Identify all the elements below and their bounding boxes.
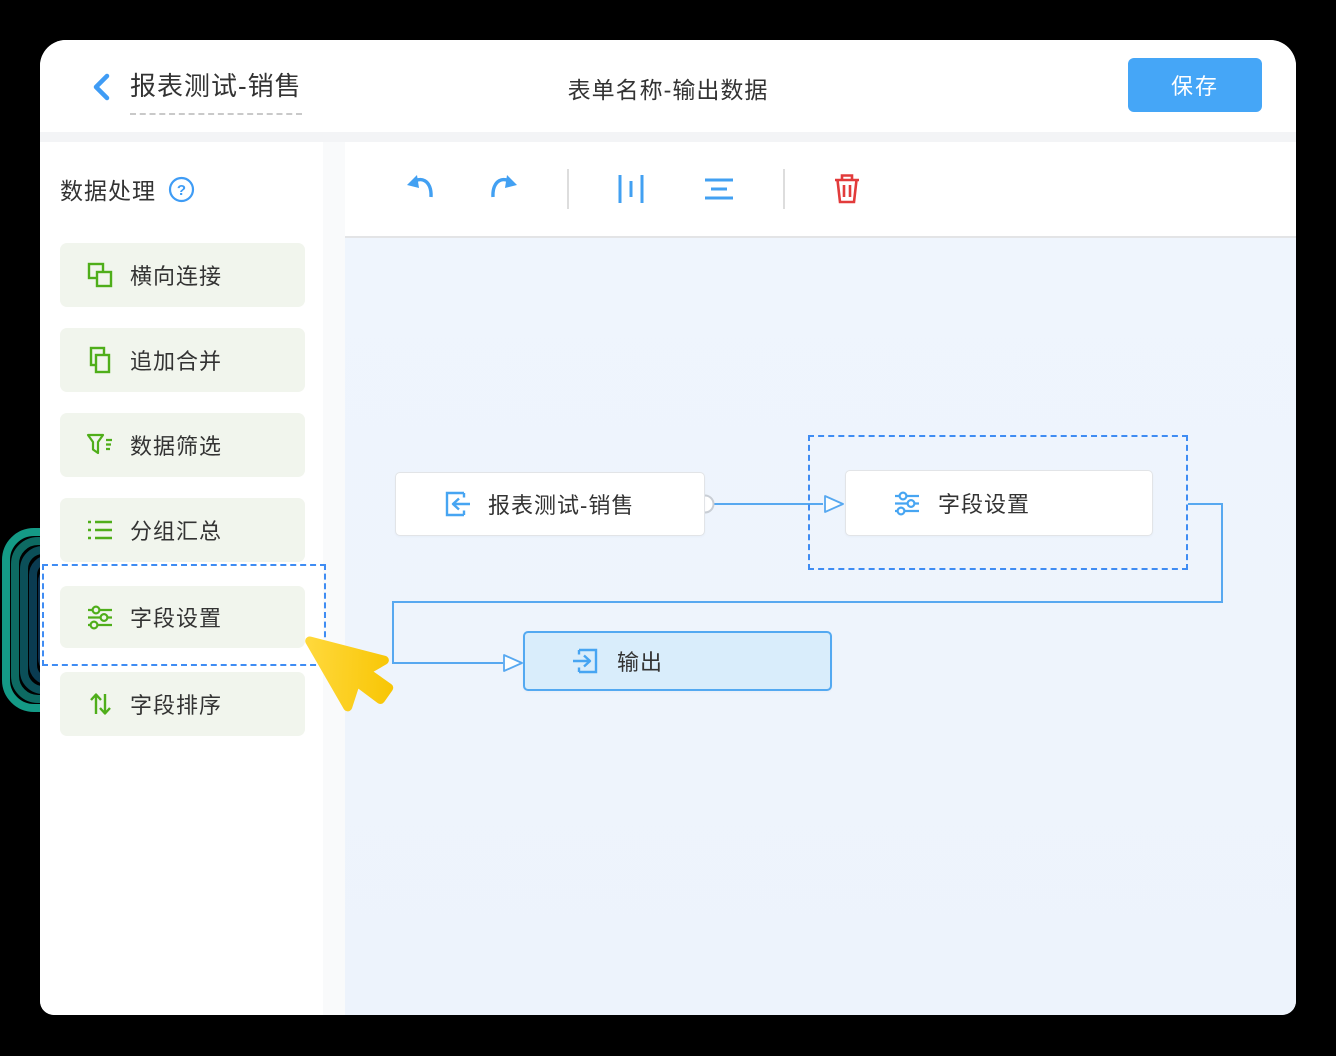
sidebar-item-append-merge[interactable]: 追加合并	[60, 328, 305, 392]
header-bar: 报表测试-销售 表单名称-输出数据 保存	[40, 40, 1296, 132]
delete-button[interactable]	[829, 171, 865, 207]
sidebar-item-label: 数据筛选	[130, 434, 223, 459]
sidebar-item-join-horizontal[interactable]: 横向连接	[60, 243, 305, 307]
field-sort-icon	[90, 693, 111, 715]
redo-button[interactable]	[485, 171, 521, 207]
canvas-toolbar	[345, 142, 1296, 238]
sidebar-gutter	[323, 142, 345, 1015]
body-row: 数据处理 ? 横向连接	[40, 142, 1296, 1015]
join-horizontal-icon	[87, 262, 113, 288]
node-label: 输出	[617, 650, 664, 675]
flow-canvas[interactable]: 报表测试-销售 字段设置	[345, 238, 1296, 1015]
help-button[interactable]: ?	[168, 176, 195, 203]
svg-text:?: ?	[177, 182, 186, 199]
edge-fieldsettings-to-output	[392, 503, 1223, 664]
arrowhead-icon	[503, 654, 523, 672]
node-label: 报表测试-销售	[488, 493, 635, 518]
form-name-title: 表单名称-输出数据	[567, 77, 769, 103]
node-field-settings[interactable]: 字段设置	[845, 470, 1153, 536]
sidebar-item-label: 分组汇总	[130, 519, 223, 544]
drop-target-outline	[808, 435, 1188, 570]
main-area: 报表测试-销售 字段设置	[345, 142, 1296, 1015]
undo-button[interactable]	[403, 171, 439, 207]
distribute-horizontal-icon	[705, 178, 733, 200]
input-form-icon	[445, 491, 470, 517]
sidebar-item-data-filter[interactable]: 数据筛选	[60, 413, 305, 477]
output-icon	[573, 648, 598, 674]
node-label: 字段设置	[938, 492, 1031, 517]
page-title[interactable]: 报表测试-销售	[130, 66, 302, 115]
sidebar-item-label: 横向连接	[130, 264, 223, 289]
data-processing-sidebar: 数据处理 ? 横向连接	[40, 142, 326, 1015]
toolbar-divider	[567, 169, 569, 209]
sidebar-item-label: 追加合并	[130, 349, 223, 374]
arrowhead-icon	[824, 495, 844, 513]
app-window: 报表测试-销售 表单名称-输出数据 保存 数据处理 ?	[40, 40, 1296, 1015]
sidebar-item-field-settings[interactable]: 字段设置	[60, 586, 305, 648]
sidebar-item-label: 字段设置	[130, 606, 223, 631]
sliders-icon	[895, 491, 919, 516]
back-button[interactable]	[88, 72, 118, 102]
toolbar-divider	[783, 169, 785, 209]
node-source-form[interactable]: 报表测试-销售	[395, 472, 705, 536]
flow-edges	[392, 494, 1223, 672]
chevron-left-icon	[93, 73, 110, 101]
distribute-vertical-icon	[618, 175, 644, 203]
node-output[interactable]: 输出	[523, 631, 832, 691]
question-mark-icon	[168, 176, 195, 202]
group-summary-icon	[88, 520, 112, 540]
sidebar-item-group-summary[interactable]: 分组汇总	[60, 498, 305, 562]
field-settings-icon	[88, 605, 112, 630]
sidebar-header: 数据处理 ?	[60, 172, 195, 206]
distribute-vertical-button[interactable]	[613, 171, 649, 207]
drag-selection-outline	[42, 564, 326, 666]
trash-icon	[835, 174, 859, 204]
sidebar-title: 数据处理	[60, 178, 156, 204]
append-merge-icon	[89, 346, 111, 374]
save-button[interactable]: 保存	[1128, 58, 1262, 112]
sidebar-item-field-sort[interactable]: 字段排序	[60, 672, 305, 736]
data-filter-icon	[86, 433, 112, 455]
distribute-horizontal-button[interactable]	[701, 171, 737, 207]
sidebar-item-label: 字段排序	[130, 693, 223, 718]
